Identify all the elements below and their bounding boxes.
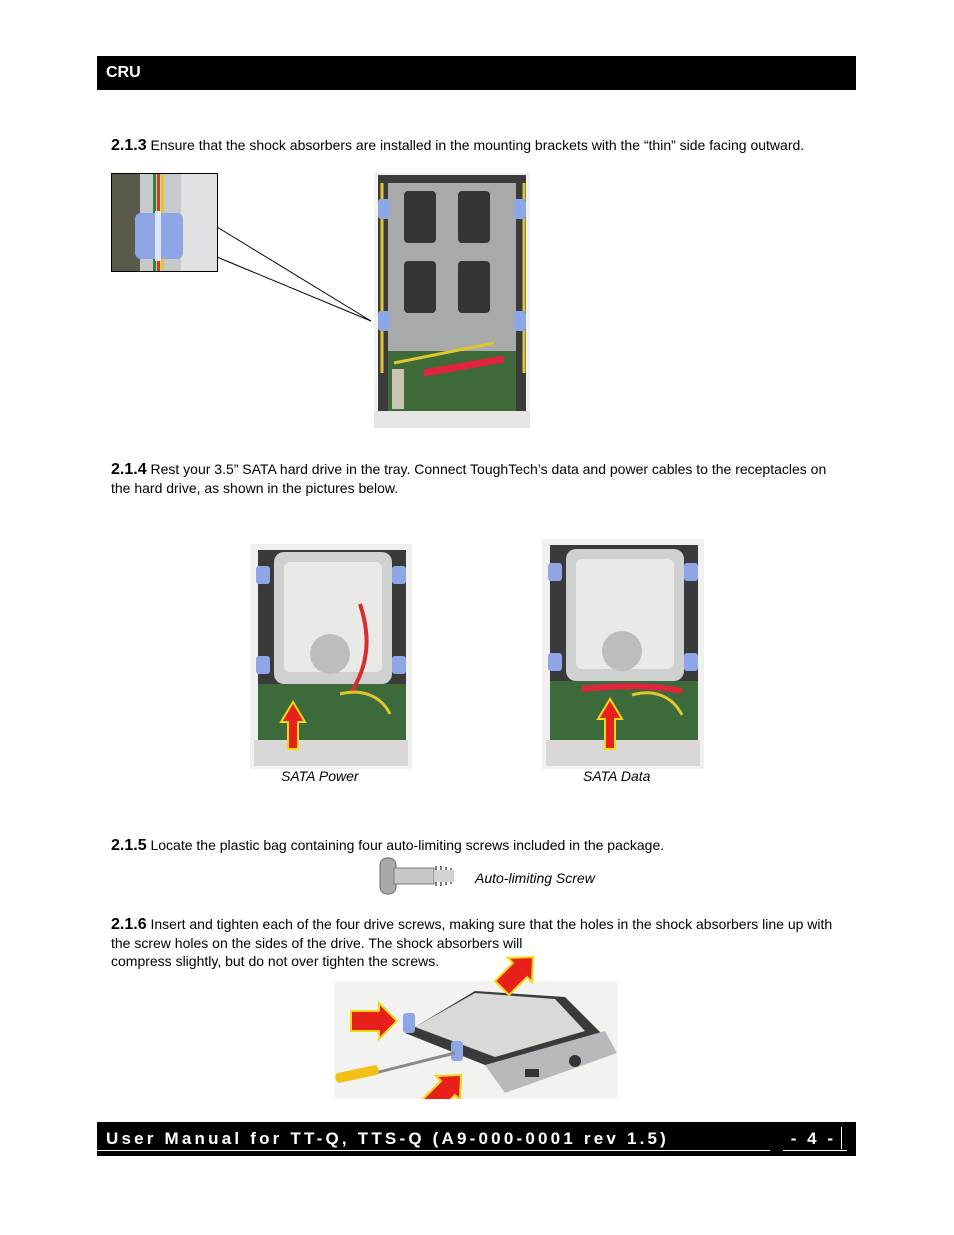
section-number: 2.1.6 (111, 916, 147, 933)
section-2-1-3: 2.1.3 Ensure that the shock absorbers ar… (111, 136, 841, 155)
screw-image (379, 857, 454, 895)
brand-label: CRU (106, 64, 141, 81)
sata-power-photo (250, 544, 412, 769)
section-2-1-5: 2.1.5 Locate the plastic bag containing … (111, 836, 841, 855)
sata-data-caption: SATA Data (583, 768, 651, 784)
section-text: Locate the plastic bag containing four a… (146, 837, 665, 853)
section-number: 2.1.5 (111, 837, 147, 854)
page-number: - 4 - (790, 1129, 836, 1148)
tray-photo (374, 173, 530, 428)
drive-assembly-photo (335, 955, 617, 1099)
section-number: 2.1.3 (111, 137, 147, 154)
section-2-1-6: 2.1.6 Insert and tighten each of the fou… (111, 915, 841, 970)
screw-caption: Auto-limiting Screw (475, 870, 595, 886)
sata-power-caption: SATA Power (281, 768, 359, 784)
footer-bar: User Manual for TT-Q, TTS-Q (A9-000-0001… (97, 1122, 856, 1156)
footer-underline-page (783, 1150, 847, 1151)
footer-divider (841, 1127, 842, 1149)
section-number: 2.1.4 (111, 461, 147, 478)
footer-underline (97, 1150, 770, 1151)
sata-data-photo (542, 539, 704, 769)
header-divider (944, 61, 945, 83)
section-text: Rest your 3.5” SATA hard drive in the tr… (111, 461, 827, 496)
section-text: Ensure that the shock absorbers are inst… (146, 137, 805, 153)
callout-lines (216, 226, 372, 322)
section-text-continued: compress slightly, but do not over tight… (111, 953, 440, 969)
footer-title: User Manual for TT-Q, TTS-Q (A9-000-0001… (106, 1129, 670, 1148)
header-bar: CRU (97, 56, 945, 90)
section-text: Insert and tighten each of the four driv… (111, 916, 833, 951)
section-2-1-4: 2.1.4 Rest your 3.5” SATA hard drive in … (111, 460, 841, 497)
absorber-closeup-photo (111, 173, 218, 272)
